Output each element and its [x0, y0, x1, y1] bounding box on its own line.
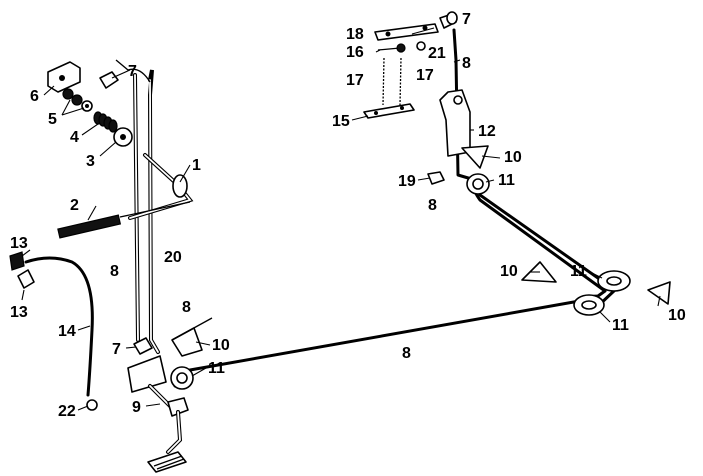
- part-4-spring: [93, 111, 118, 133]
- rod-top-hook: [115, 59, 151, 83]
- callout-19: 19: [398, 173, 416, 190]
- part-11-pulley-low: [573, 294, 605, 316]
- part-9-pedal-assembly: [127, 355, 189, 473]
- callout-9: 9: [132, 399, 141, 416]
- callout-12: 12: [478, 123, 496, 140]
- callout-11-low: 11: [612, 317, 629, 334]
- callout-8-short: 8: [182, 299, 191, 316]
- callout-16: 16: [346, 44, 364, 61]
- callout-10-top: 10: [504, 149, 522, 166]
- callout-21: 21: [428, 45, 446, 62]
- part-11-pulley-right: [597, 270, 631, 292]
- callout-11-right: 11: [570, 263, 587, 280]
- callout-10-right: 10: [668, 307, 686, 324]
- callout-13-bottom: 13: [10, 304, 28, 321]
- part-1-knob: [172, 174, 188, 198]
- part-11-pulley-left: [170, 366, 194, 390]
- part-8-short-cable: [171, 317, 213, 341]
- part-2-threaded-rod: [57, 201, 191, 239]
- callout-17-left: 17: [346, 72, 364, 89]
- part-18-plate: [374, 23, 439, 41]
- callout-labels: 1 2 3 4 5 6 7 7 7 8 8 8 8 8 9 10 10 10 1…: [10, 11, 686, 420]
- callout-1: 1: [192, 157, 201, 174]
- part-21-nut: [416, 41, 426, 51]
- part-15-plate: [363, 103, 415, 119]
- part-7-clip-top: [99, 71, 119, 89]
- callout-7-top-left: 7: [128, 63, 137, 80]
- callout-8-top-right: 8: [462, 55, 471, 72]
- callout-8-mid-right: 8: [428, 197, 437, 214]
- part-17-springs: [382, 57, 402, 106]
- part-13-fitting-top: [9, 251, 25, 271]
- callout-11-top: 11: [498, 172, 515, 189]
- callout-4: 4: [70, 129, 79, 146]
- callout-2: 2: [70, 197, 79, 214]
- callout-10-left: 10: [212, 337, 230, 354]
- part-10-bracket-right: [647, 281, 671, 305]
- callout-18: 18: [346, 26, 364, 43]
- callout-17-right: 17: [416, 67, 434, 84]
- callout-14: 14: [58, 323, 76, 340]
- callout-11-left: 11: [208, 360, 225, 377]
- callout-20: 20: [164, 249, 182, 266]
- part-5-washers: [62, 88, 93, 112]
- callout-8-bottom: 8: [402, 345, 411, 362]
- callout-8-left: 8: [110, 263, 119, 280]
- part-22-nut: [86, 399, 98, 411]
- part-12-bracket: [439, 89, 471, 157]
- part-16-bolt: [377, 47, 401, 51]
- part-14-cable: [24, 256, 94, 397]
- part-10-bracket-top: [461, 145, 489, 169]
- callout-5: 5: [48, 111, 57, 128]
- part-11-pulley-top: [466, 173, 490, 195]
- callout-13-top: 13: [10, 235, 28, 252]
- callout-6: 6: [30, 88, 39, 105]
- callout-22: 22: [58, 403, 76, 420]
- part-13-fitting-bottom: [17, 269, 35, 289]
- callout-3: 3: [86, 153, 95, 170]
- callout-7-top-right: 7: [462, 11, 471, 28]
- callout-15: 15: [332, 113, 350, 130]
- main-cable: [173, 28, 607, 388]
- callout-7-bottom: 7: [112, 341, 121, 358]
- callout-10-mid: 10: [500, 263, 518, 280]
- leader-lines: [21, 27, 661, 411]
- part-19-clip: [427, 171, 445, 185]
- part-7-clip-bottom: [133, 337, 153, 355]
